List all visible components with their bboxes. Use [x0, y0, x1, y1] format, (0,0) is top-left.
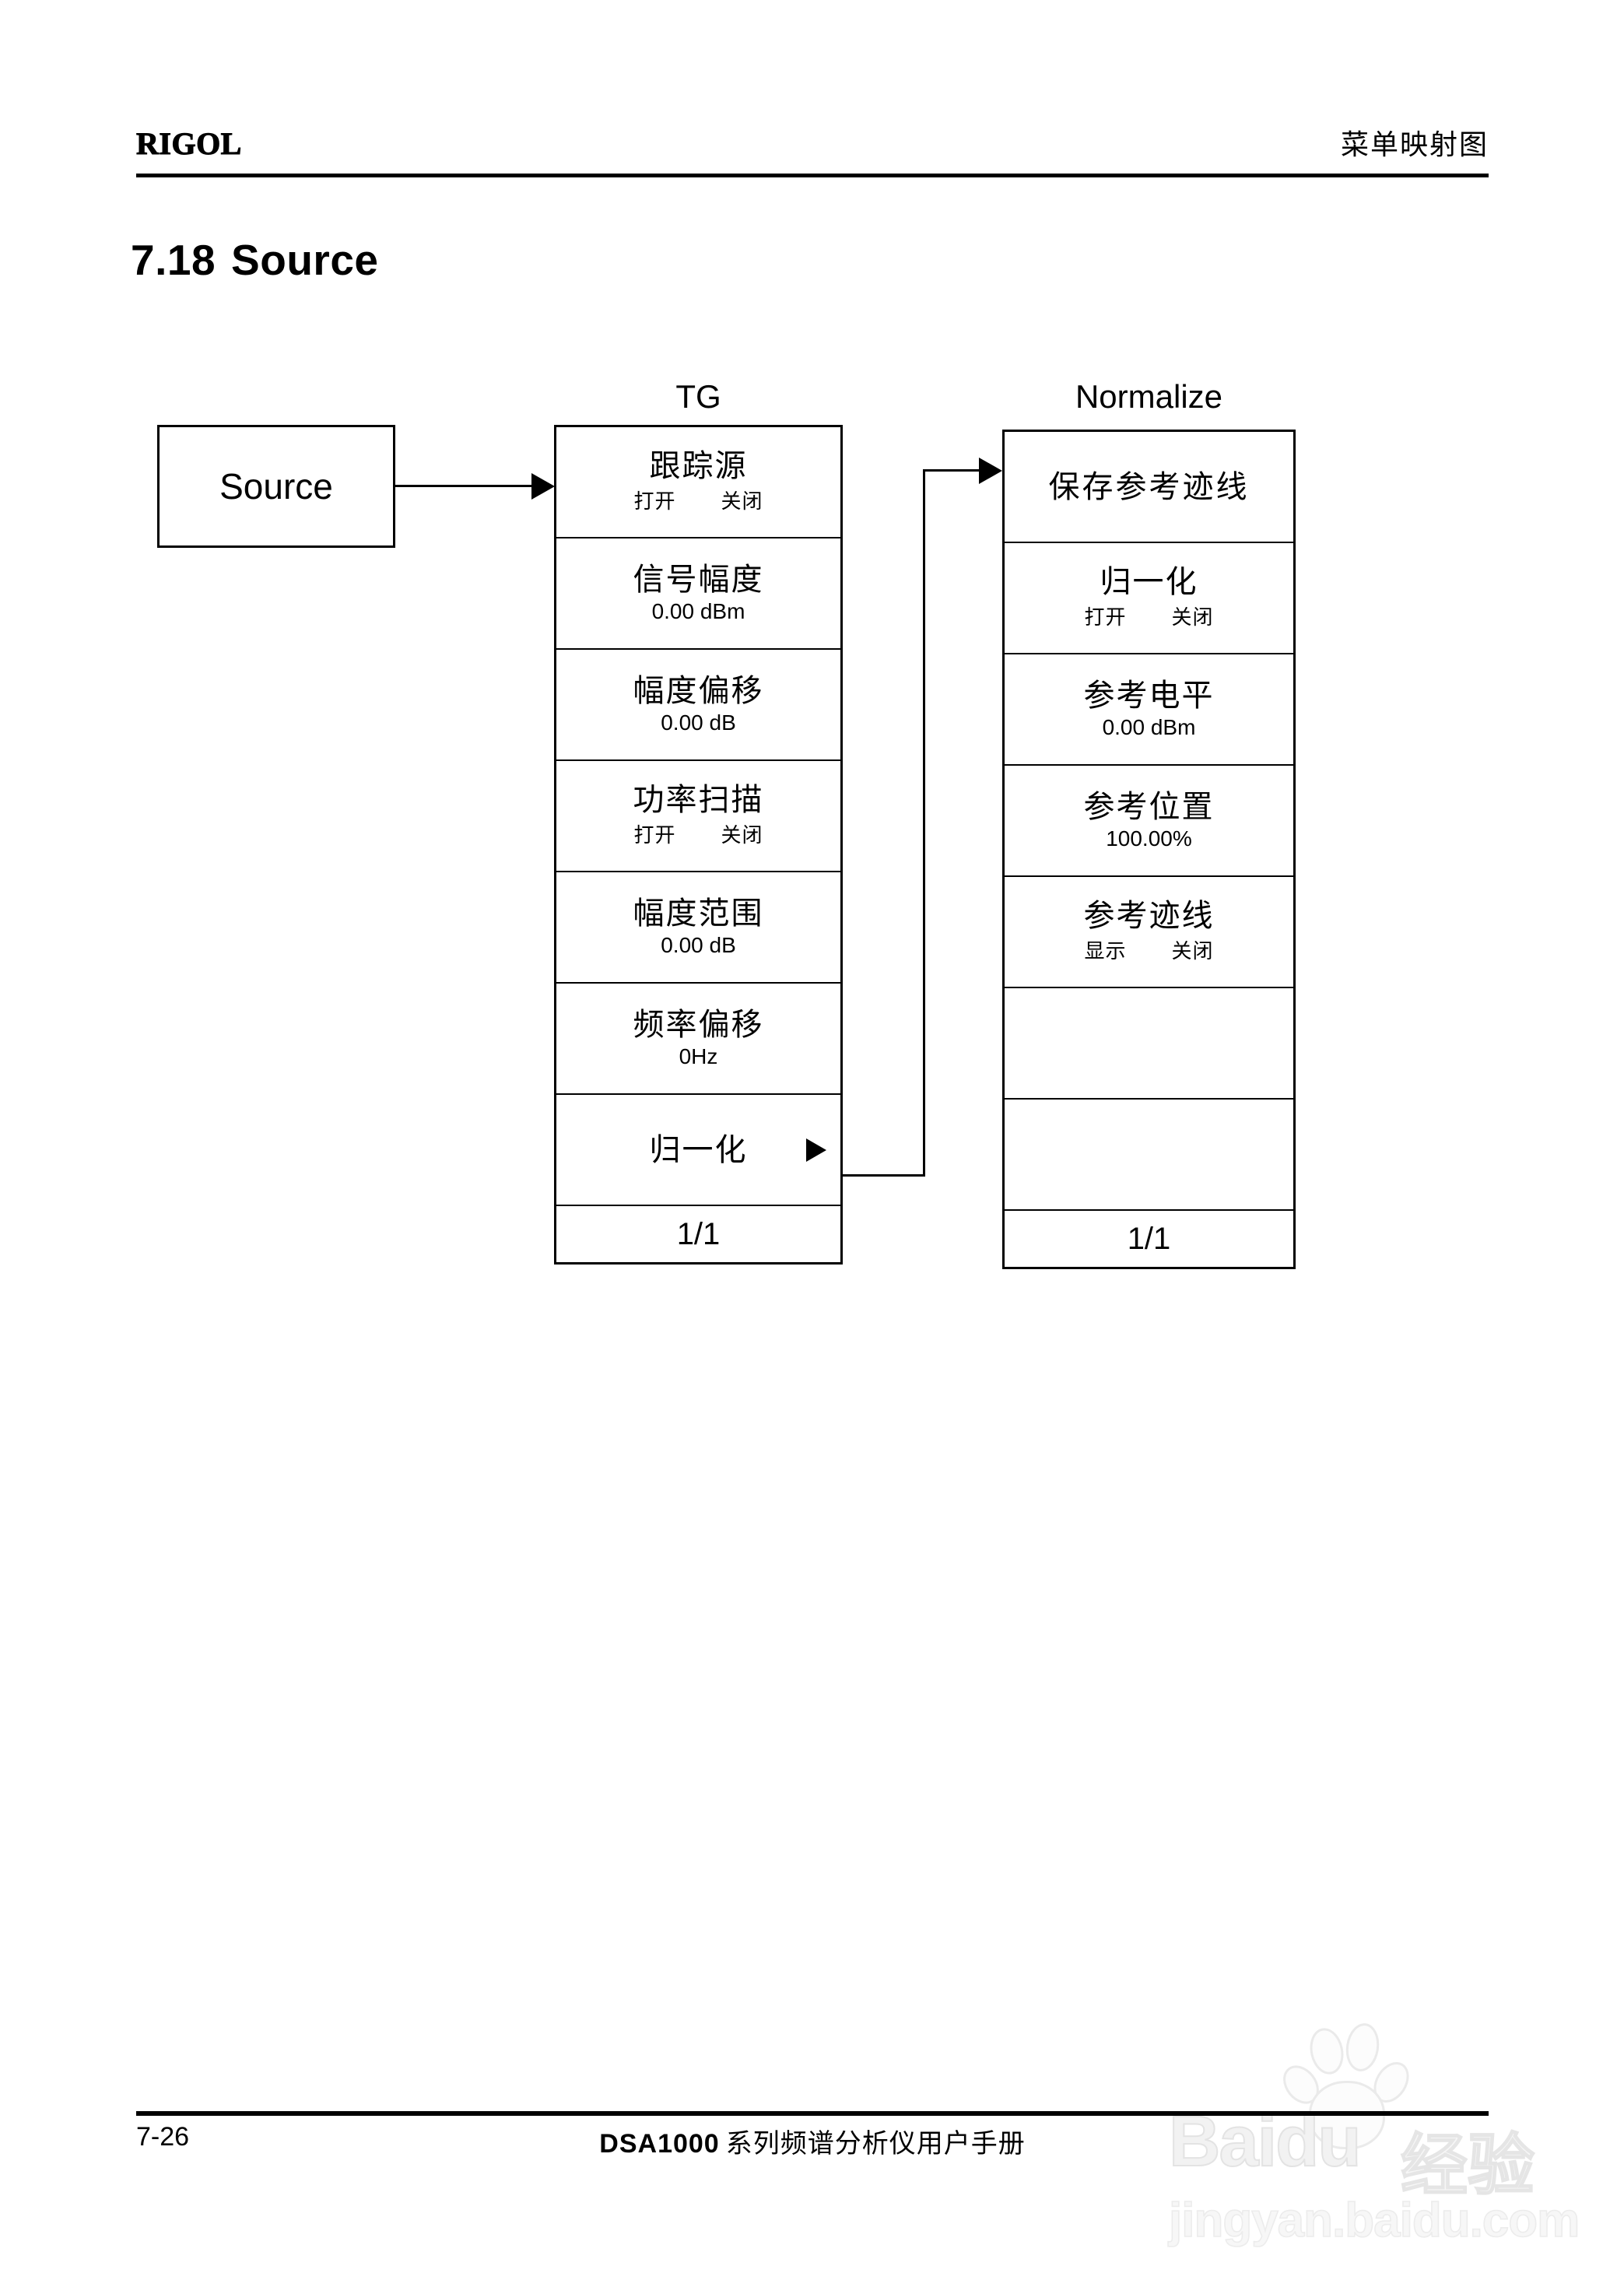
menu-column-normalize: 保存参考迹线 归一化 打开关闭 参考电平 0.00 dBm 参考位置 100.0…: [1002, 430, 1296, 1269]
option-off[interactable]: 关闭: [721, 824, 763, 847]
menu-item-label: 幅度偏移: [633, 672, 764, 709]
menu-item-amplitude-offset[interactable]: 幅度偏移 0.00 dB: [556, 650, 840, 761]
option-off[interactable]: 关闭: [721, 490, 763, 514]
connector-normalize-vertical: [923, 469, 925, 1177]
menu-item-options: 打开 关闭: [633, 486, 763, 514]
menu-item-label: 参考电平: [1083, 677, 1215, 714]
menu-item-reference-position[interactable]: 参考位置 100.00%: [1005, 766, 1293, 877]
pagination-label: 1/1: [1127, 1221, 1171, 1256]
root-node-label: Source: [219, 466, 333, 507]
pagination-label: 1/1: [676, 1216, 721, 1251]
menu-pagination-tg: 1/1: [556, 1206, 840, 1262]
header-divider: [136, 174, 1489, 177]
menu-item-power-sweep[interactable]: 功率扫描 打开 关闭: [556, 761, 840, 872]
page-header: RIGOL 菜单映射图: [135, 121, 1489, 183]
menu-item-label: 频率偏移: [633, 1006, 764, 1043]
menu-item-label: 信号幅度: [633, 561, 764, 598]
connector-normalize-arrow-icon: [979, 458, 1002, 484]
menu-item-options: 打开 关闭: [1084, 602, 1213, 630]
menu-item-frequency-offset[interactable]: 频率偏移 0Hz: [556, 984, 840, 1095]
option-on[interactable]: 打开: [633, 490, 676, 514]
header-chapter-title: 菜单映射图: [1340, 129, 1489, 161]
footer-title-cn: 系列频谱分析仪用户手册: [725, 2128, 1026, 2159]
submenu-arrow-icon: [806, 1138, 826, 1162]
menu-item-label: 归一化: [649, 1131, 748, 1168]
menu-column-tg: 跟踪源 打开关闭 信号幅度 0.00 dBm 幅度偏移 0.00 dB 功率扫描…: [554, 425, 843, 1265]
column-header-normalize: Normalize: [1075, 378, 1223, 415]
connector-source-to-tg-line: [395, 485, 534, 487]
section-name: Source: [231, 236, 379, 284]
option-on[interactable]: 打开: [1084, 606, 1127, 630]
menu-item-empty-1: [1005, 988, 1293, 1100]
connector-normalize-horizontal-top: [923, 469, 985, 472]
option-off[interactable]: 关闭: [1171, 940, 1214, 963]
menu-item-empty-2: [1005, 1100, 1293, 1211]
menu-item-reference-trace[interactable]: 参考迹线 显示 关闭: [1005, 877, 1293, 988]
section-number: 7.18: [131, 236, 216, 284]
page-title: 7.18 Source: [131, 235, 379, 285]
menu-item-label: 功率扫描: [633, 782, 764, 818]
option-on[interactable]: 打开: [633, 824, 676, 847]
menu-item-normalize-toggle[interactable]: 归一化 打开 关闭: [1005, 543, 1293, 654]
menu-item-value: 0.00 dBm: [1102, 714, 1196, 739]
menu-item-label: 跟踪源: [649, 448, 748, 484]
menu-item-reference-level[interactable]: 参考电平 0.00 dBm: [1005, 654, 1293, 766]
connector-source-to-tg-arrow-icon: [531, 473, 555, 500]
footer-model: DSA1000: [599, 2129, 720, 2159]
menu-item-value: 0.00 dB: [661, 932, 736, 957]
menu-item-options: 打开 关闭: [633, 819, 763, 848]
menu-item-options: 显示 关闭: [1084, 935, 1213, 964]
menu-item-value: 0Hz: [679, 1044, 718, 1068]
menu-item-label: 归一化: [1100, 564, 1198, 600]
menu-item-value: 0.00 dB: [661, 710, 736, 735]
menu-item-normalize[interactable]: 归一化: [556, 1095, 840, 1206]
menu-item-save-reference-trace[interactable]: 保存参考迹线: [1005, 432, 1293, 543]
menu-item-tracking-source[interactable]: 跟踪源 打开 关闭: [556, 427, 840, 538]
menu-item-label: 保存参考迹线: [1048, 468, 1250, 505]
connector-normalize-horizontal-bottom: [843, 1174, 925, 1177]
menu-item-value: 0.00 dBm: [651, 598, 745, 623]
root-node-source[interactable]: Source: [157, 425, 395, 548]
option-off[interactable]: 关闭: [1171, 606, 1214, 630]
menu-item-label: 参考位置: [1083, 788, 1215, 825]
menu-item-label: 参考迹线: [1083, 898, 1215, 934]
footer-divider: [136, 2111, 1489, 2116]
option-show[interactable]: 显示: [1084, 940, 1127, 963]
rigol-logo: RIGOL: [135, 125, 242, 161]
menu-pagination-normalize: 1/1: [1005, 1211, 1293, 1267]
menu-item-amplitude-range[interactable]: 幅度范围 0.00 dB: [556, 872, 840, 984]
column-header-tg: TG: [675, 378, 721, 415]
footer-page-number: 7-26: [136, 2122, 190, 2152]
menu-item-label: 幅度范围: [633, 895, 764, 931]
menu-item-signal-amplitude[interactable]: 信号幅度 0.00 dBm: [556, 538, 840, 650]
menu-item-value: 100.00%: [1106, 826, 1192, 851]
